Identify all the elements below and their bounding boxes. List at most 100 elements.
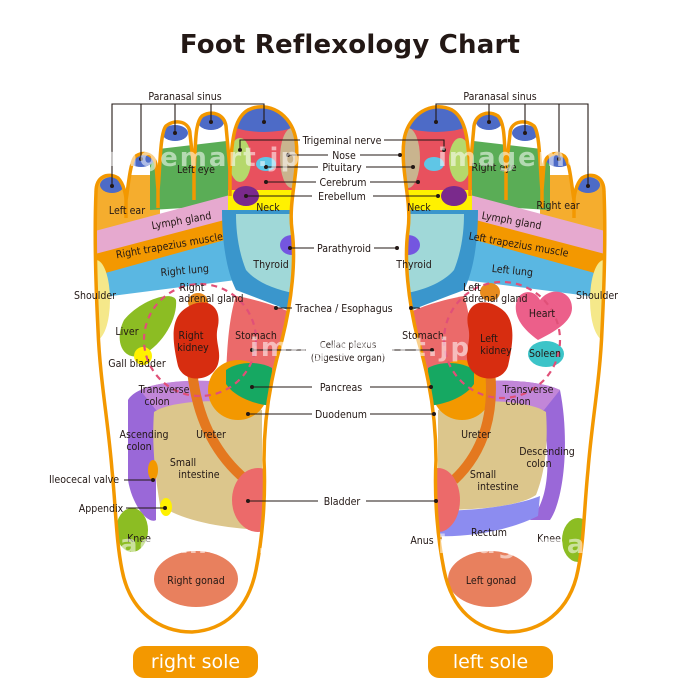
label-anus: Anus xyxy=(410,535,433,547)
zone-lymph-gland xyxy=(95,195,232,262)
label-small-left-1: Small xyxy=(470,469,496,481)
label-appendix: Appendix xyxy=(79,503,124,515)
label-pancreas: Pancreas xyxy=(320,382,362,394)
zone-gonad xyxy=(448,551,532,607)
label-transverse-left-1: Transverse xyxy=(502,384,554,396)
label-transverse-right-2: colon xyxy=(144,396,169,408)
watermark-text: imagemart.jp xyxy=(438,143,659,173)
label-paranasal-sinus-left: Paranasal sinus xyxy=(463,91,536,103)
label-lung-right: Right lung xyxy=(160,263,209,279)
label-bladder: Bladder xyxy=(324,496,361,508)
label-trachea: Trachea / Esophagus xyxy=(294,303,392,315)
label-thyroid-left: Thyroid xyxy=(395,259,431,271)
zone-trapezius xyxy=(95,218,232,282)
label-celiac-1: Celiac plexus xyxy=(320,340,377,351)
label-shoulder-left: Shoulder xyxy=(576,290,618,302)
label-kidney-left-1: Left xyxy=(480,333,498,345)
leader-lines xyxy=(110,103,590,510)
zone-rectum xyxy=(432,496,540,537)
right-sole-foot xyxy=(93,105,299,634)
label-neck-right: Neck xyxy=(256,202,280,214)
label-transverse-left-2: colon xyxy=(505,396,530,408)
zone-ureter xyxy=(187,369,250,484)
watermark-text: imagemart.jp xyxy=(250,333,471,363)
zone-pancreas xyxy=(226,363,272,406)
label-erebellum: Erebellum xyxy=(318,191,366,203)
label-knee-right: Knee xyxy=(127,533,151,545)
label-descending-1: Descending xyxy=(519,446,575,458)
label-gall-bladder: Gall bladder xyxy=(108,358,166,370)
left-sole-foot xyxy=(401,105,607,634)
label-adrenal-right-1: Right xyxy=(180,282,205,294)
zone-small-intestine xyxy=(438,401,547,510)
label-nose: Nose xyxy=(332,150,356,162)
label-left-eye: Left eye xyxy=(177,164,215,176)
label-cerebrum: Cerebrum xyxy=(320,177,367,189)
label-transverse-right-1: Transverse xyxy=(138,384,190,396)
label-pituitary: Pituitary xyxy=(322,162,362,174)
label-adrenal-right-2: adrenal gland xyxy=(178,293,243,305)
label-small-left-2: intestine xyxy=(477,481,518,493)
zone-trigeminal xyxy=(449,138,471,182)
label-small-right-2: intestine xyxy=(178,469,219,481)
zone-kidney xyxy=(173,302,220,379)
zone-erebellum xyxy=(441,186,467,206)
label-trigeminal: Trigeminal nerve xyxy=(302,135,382,147)
label-ureter-right: Ureter xyxy=(196,429,226,441)
right-sole-button[interactable]: right sole xyxy=(133,646,258,678)
zone-trigeminal xyxy=(229,138,251,182)
watermark-text: imagemart.jp xyxy=(80,143,301,173)
label-parathyroid: Parathyroid xyxy=(317,243,371,255)
celiac-plexus-ring xyxy=(442,280,562,400)
label-adrenal-left-1: Left xyxy=(463,282,481,294)
zone-liver xyxy=(119,296,177,357)
label-stomach-left: Stomach xyxy=(402,330,444,342)
label-celiac-2: (Digestive organ) xyxy=(311,353,385,364)
watermark-text: imagemart.jp xyxy=(80,530,301,560)
label-duodenum: Duodenum xyxy=(315,409,367,421)
zone-ileocecal xyxy=(148,460,158,480)
label-ascending-1: Ascending xyxy=(120,429,169,441)
zone-trapezius xyxy=(468,218,605,282)
label-descending-2: colon xyxy=(526,458,551,470)
left-sole-button[interactable]: left sole xyxy=(428,646,553,678)
label-left-ear: Left ear xyxy=(109,205,145,217)
label-rectum: Rectum xyxy=(471,527,507,539)
label-adrenal-left-2: adrenal gland xyxy=(462,293,527,305)
label-ureter-left: Ureter xyxy=(461,429,491,441)
zone-pancreas xyxy=(428,363,474,406)
label-gonad-right: Right gonad xyxy=(167,575,224,587)
zone-lymph-gland xyxy=(468,195,605,262)
zone-nose xyxy=(403,128,420,188)
zone-adrenal xyxy=(480,283,500,301)
label-paranasal-sinus-right: Paranasal sinus xyxy=(148,91,221,103)
label-kidney-right-2: kidney xyxy=(177,342,209,354)
celiac-plexus-ring xyxy=(142,282,258,398)
watermark: imagemart.jp imagemart.jp imagemart.jp i… xyxy=(80,143,659,560)
zone-lung xyxy=(464,238,605,300)
zone-lung xyxy=(95,238,236,300)
zone-pituitary xyxy=(424,157,444,171)
label-thyroid-right: Thyroid xyxy=(252,259,288,271)
label-knee-left: Knee xyxy=(537,533,561,545)
zone-kidney xyxy=(466,302,513,379)
zone-bladder xyxy=(232,468,284,532)
label-right-ear: Right ear xyxy=(536,200,579,212)
label-ascending-2: colon xyxy=(126,441,151,453)
label-lung-left: Left lung xyxy=(491,263,533,279)
zone-gonad xyxy=(154,551,238,607)
label-kidney-right-1: Right xyxy=(179,330,204,342)
label-heart: Heart xyxy=(529,308,556,320)
chart-title: Foot Reflexology Chart xyxy=(179,30,521,60)
label-spleen: Soleen xyxy=(529,348,561,360)
label-right-eye: Right eye xyxy=(471,162,516,174)
label-small-right-1: Small xyxy=(170,457,196,469)
label-neck-left: Neck xyxy=(407,202,431,214)
zone-heart xyxy=(515,291,572,340)
zone-knee xyxy=(116,508,148,552)
label-stomach-right: Stomach xyxy=(235,330,277,342)
label-shoulder-right: Shoulder xyxy=(74,290,116,302)
label-liver: Liver xyxy=(115,326,138,338)
